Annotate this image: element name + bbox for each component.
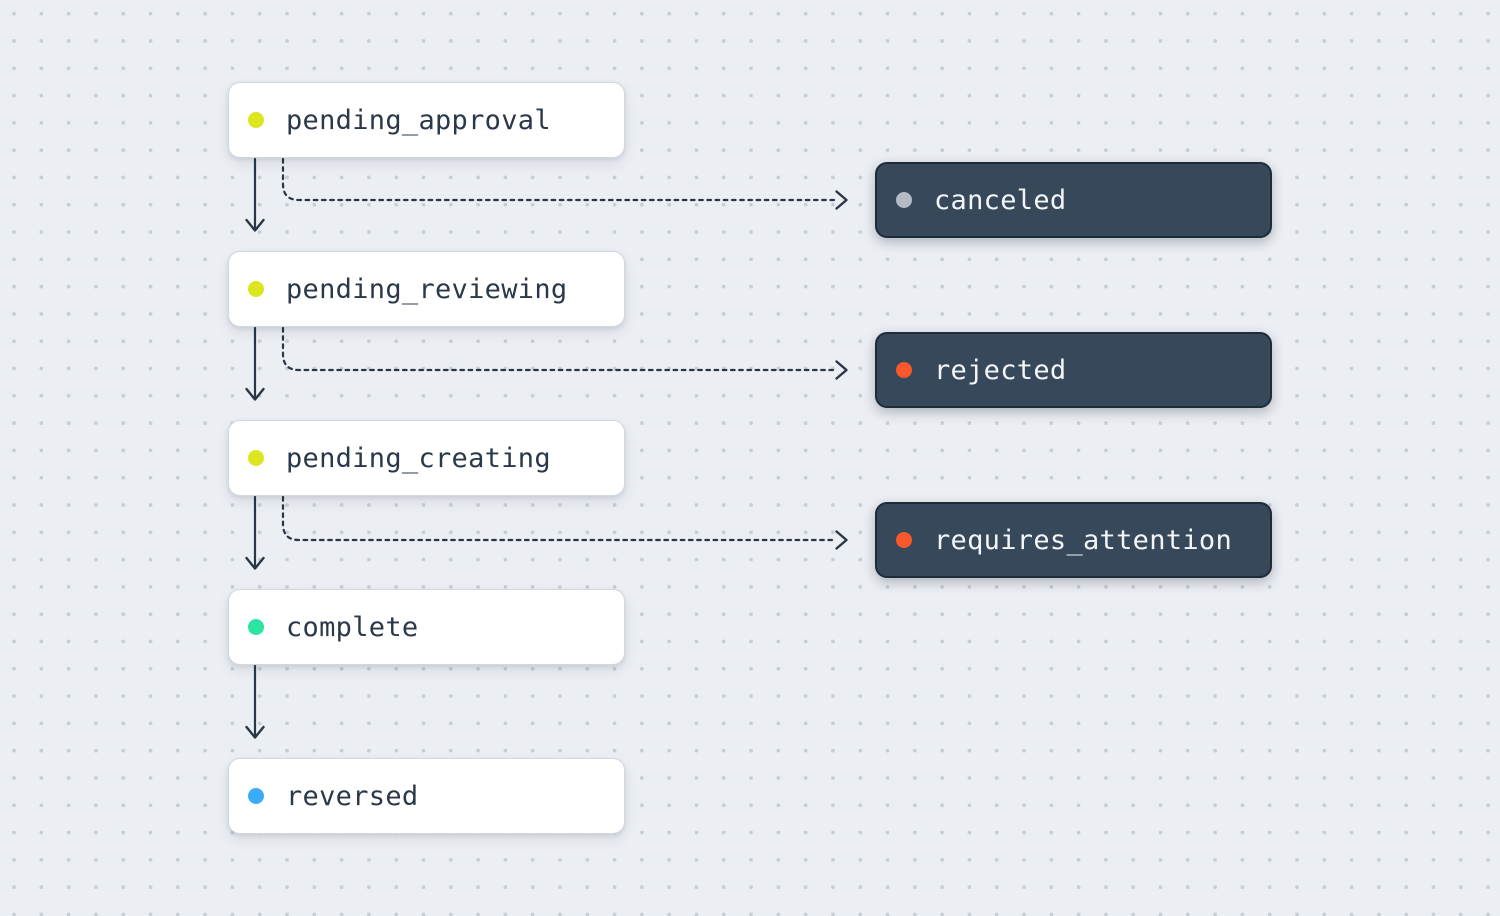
edge-pending-reviewing-to-rejected: [281, 326, 848, 380]
status-dot: [248, 788, 264, 804]
state-label: rejected: [934, 354, 1067, 386]
state-label: pending_approval: [286, 104, 551, 136]
state-node-pending-approval: pending_approval: [228, 82, 625, 158]
edge-pending-creating-to-complete: [245, 495, 265, 570]
state-label: pending_reviewing: [286, 273, 568, 305]
status-dot: [248, 281, 264, 297]
state-label: complete: [286, 611, 419, 643]
status-dot: [248, 112, 264, 128]
status-dot: [896, 532, 912, 548]
state-node-canceled: canceled: [875, 162, 1272, 238]
state-node-pending-reviewing: pending_reviewing: [228, 251, 625, 327]
state-node-complete: complete: [228, 589, 625, 665]
state-label: reversed: [286, 780, 419, 812]
state-node-reversed: reversed: [228, 758, 625, 834]
status-dot: [896, 362, 912, 378]
state-label: canceled: [934, 184, 1067, 216]
state-label: pending_creating: [286, 442, 551, 474]
edge-pending-approval-to-canceled: [281, 157, 848, 210]
state-label: requires_attention: [934, 524, 1232, 556]
status-dot: [896, 192, 912, 208]
state-node-requires-attention: requires_attention: [875, 502, 1272, 578]
edge-pending-approval-to-pending-reviewing: [245, 157, 265, 232]
state-node-pending-creating: pending_creating: [228, 420, 625, 496]
state-node-rejected: rejected: [875, 332, 1272, 408]
edge-pending-creating-to-requires-attention: [281, 495, 848, 550]
status-dot: [248, 619, 264, 635]
edge-pending-reviewing-to-pending-creating: [245, 326, 265, 401]
status-dot: [248, 450, 264, 466]
edge-complete-to-reversed: [245, 664, 265, 739]
